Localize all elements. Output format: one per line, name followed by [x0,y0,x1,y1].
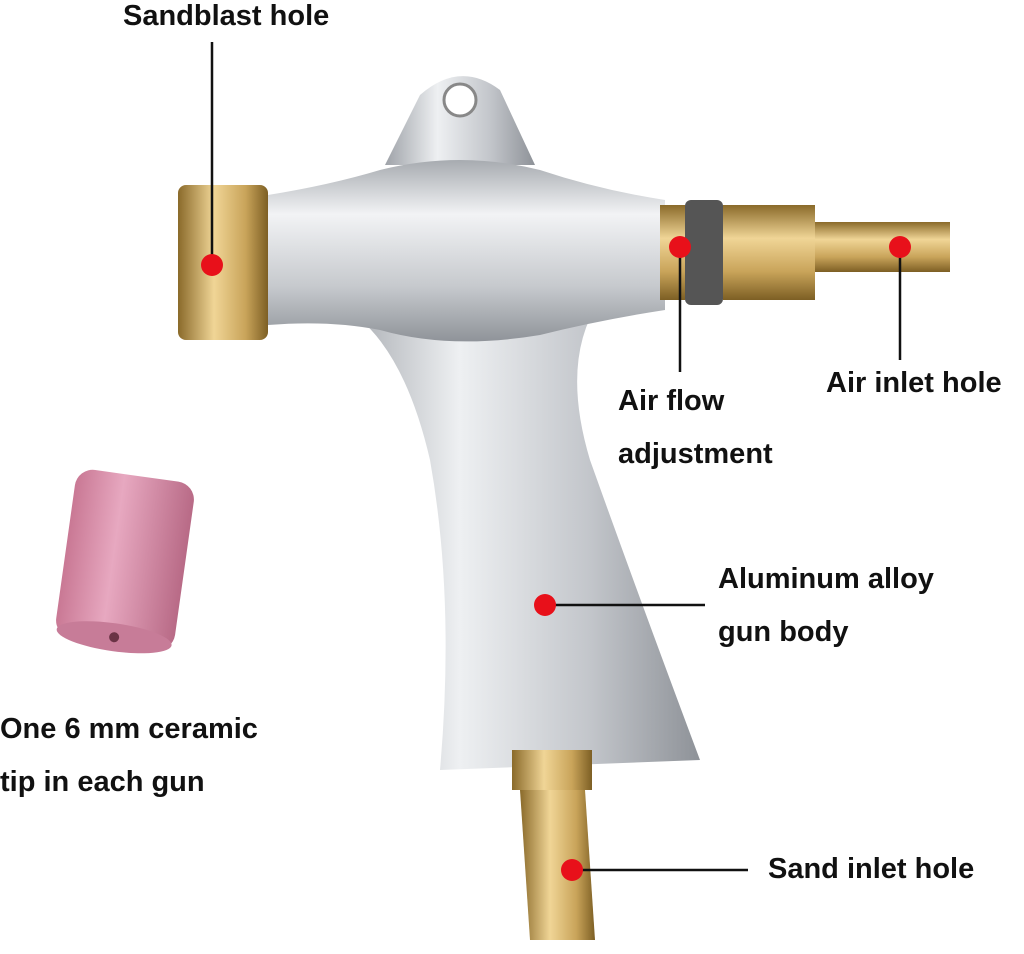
label-gun-body-2: gun body [718,616,849,648]
marker-sandblast-hole [201,254,223,276]
nozzle-nut [178,185,268,340]
label-ceramic-2: tip in each gun [0,766,205,798]
label-air-inlet-hole: Air inlet hole [826,367,1002,399]
label-air-flow-2: adjustment [618,438,773,470]
marker-air-flow [669,236,691,258]
ceramic-tip [56,469,194,654]
label-ceramic-1: One 6 mm ceramic [0,713,258,745]
barrel [268,160,665,342]
sand-barb [520,790,595,940]
hex-fitting [723,205,815,300]
marker-sand-inlet [561,859,583,881]
handle [330,300,700,770]
sand-hex [512,750,592,790]
marker-gun-body [534,594,556,616]
label-sandblast-hole: Sandblast hole [123,0,330,32]
lug-hole [442,82,478,118]
label-air-flow-1: Air flow [618,385,725,417]
air-barb [815,222,950,272]
label-sand-inlet-hole: Sand inlet hole [768,853,975,885]
lock-nut [685,200,723,305]
label-gun-body-1: Aluminum alloy [718,563,934,595]
leader-lines [210,42,902,872]
hanging-lug [385,76,535,165]
marker-air-inlet [889,236,911,258]
